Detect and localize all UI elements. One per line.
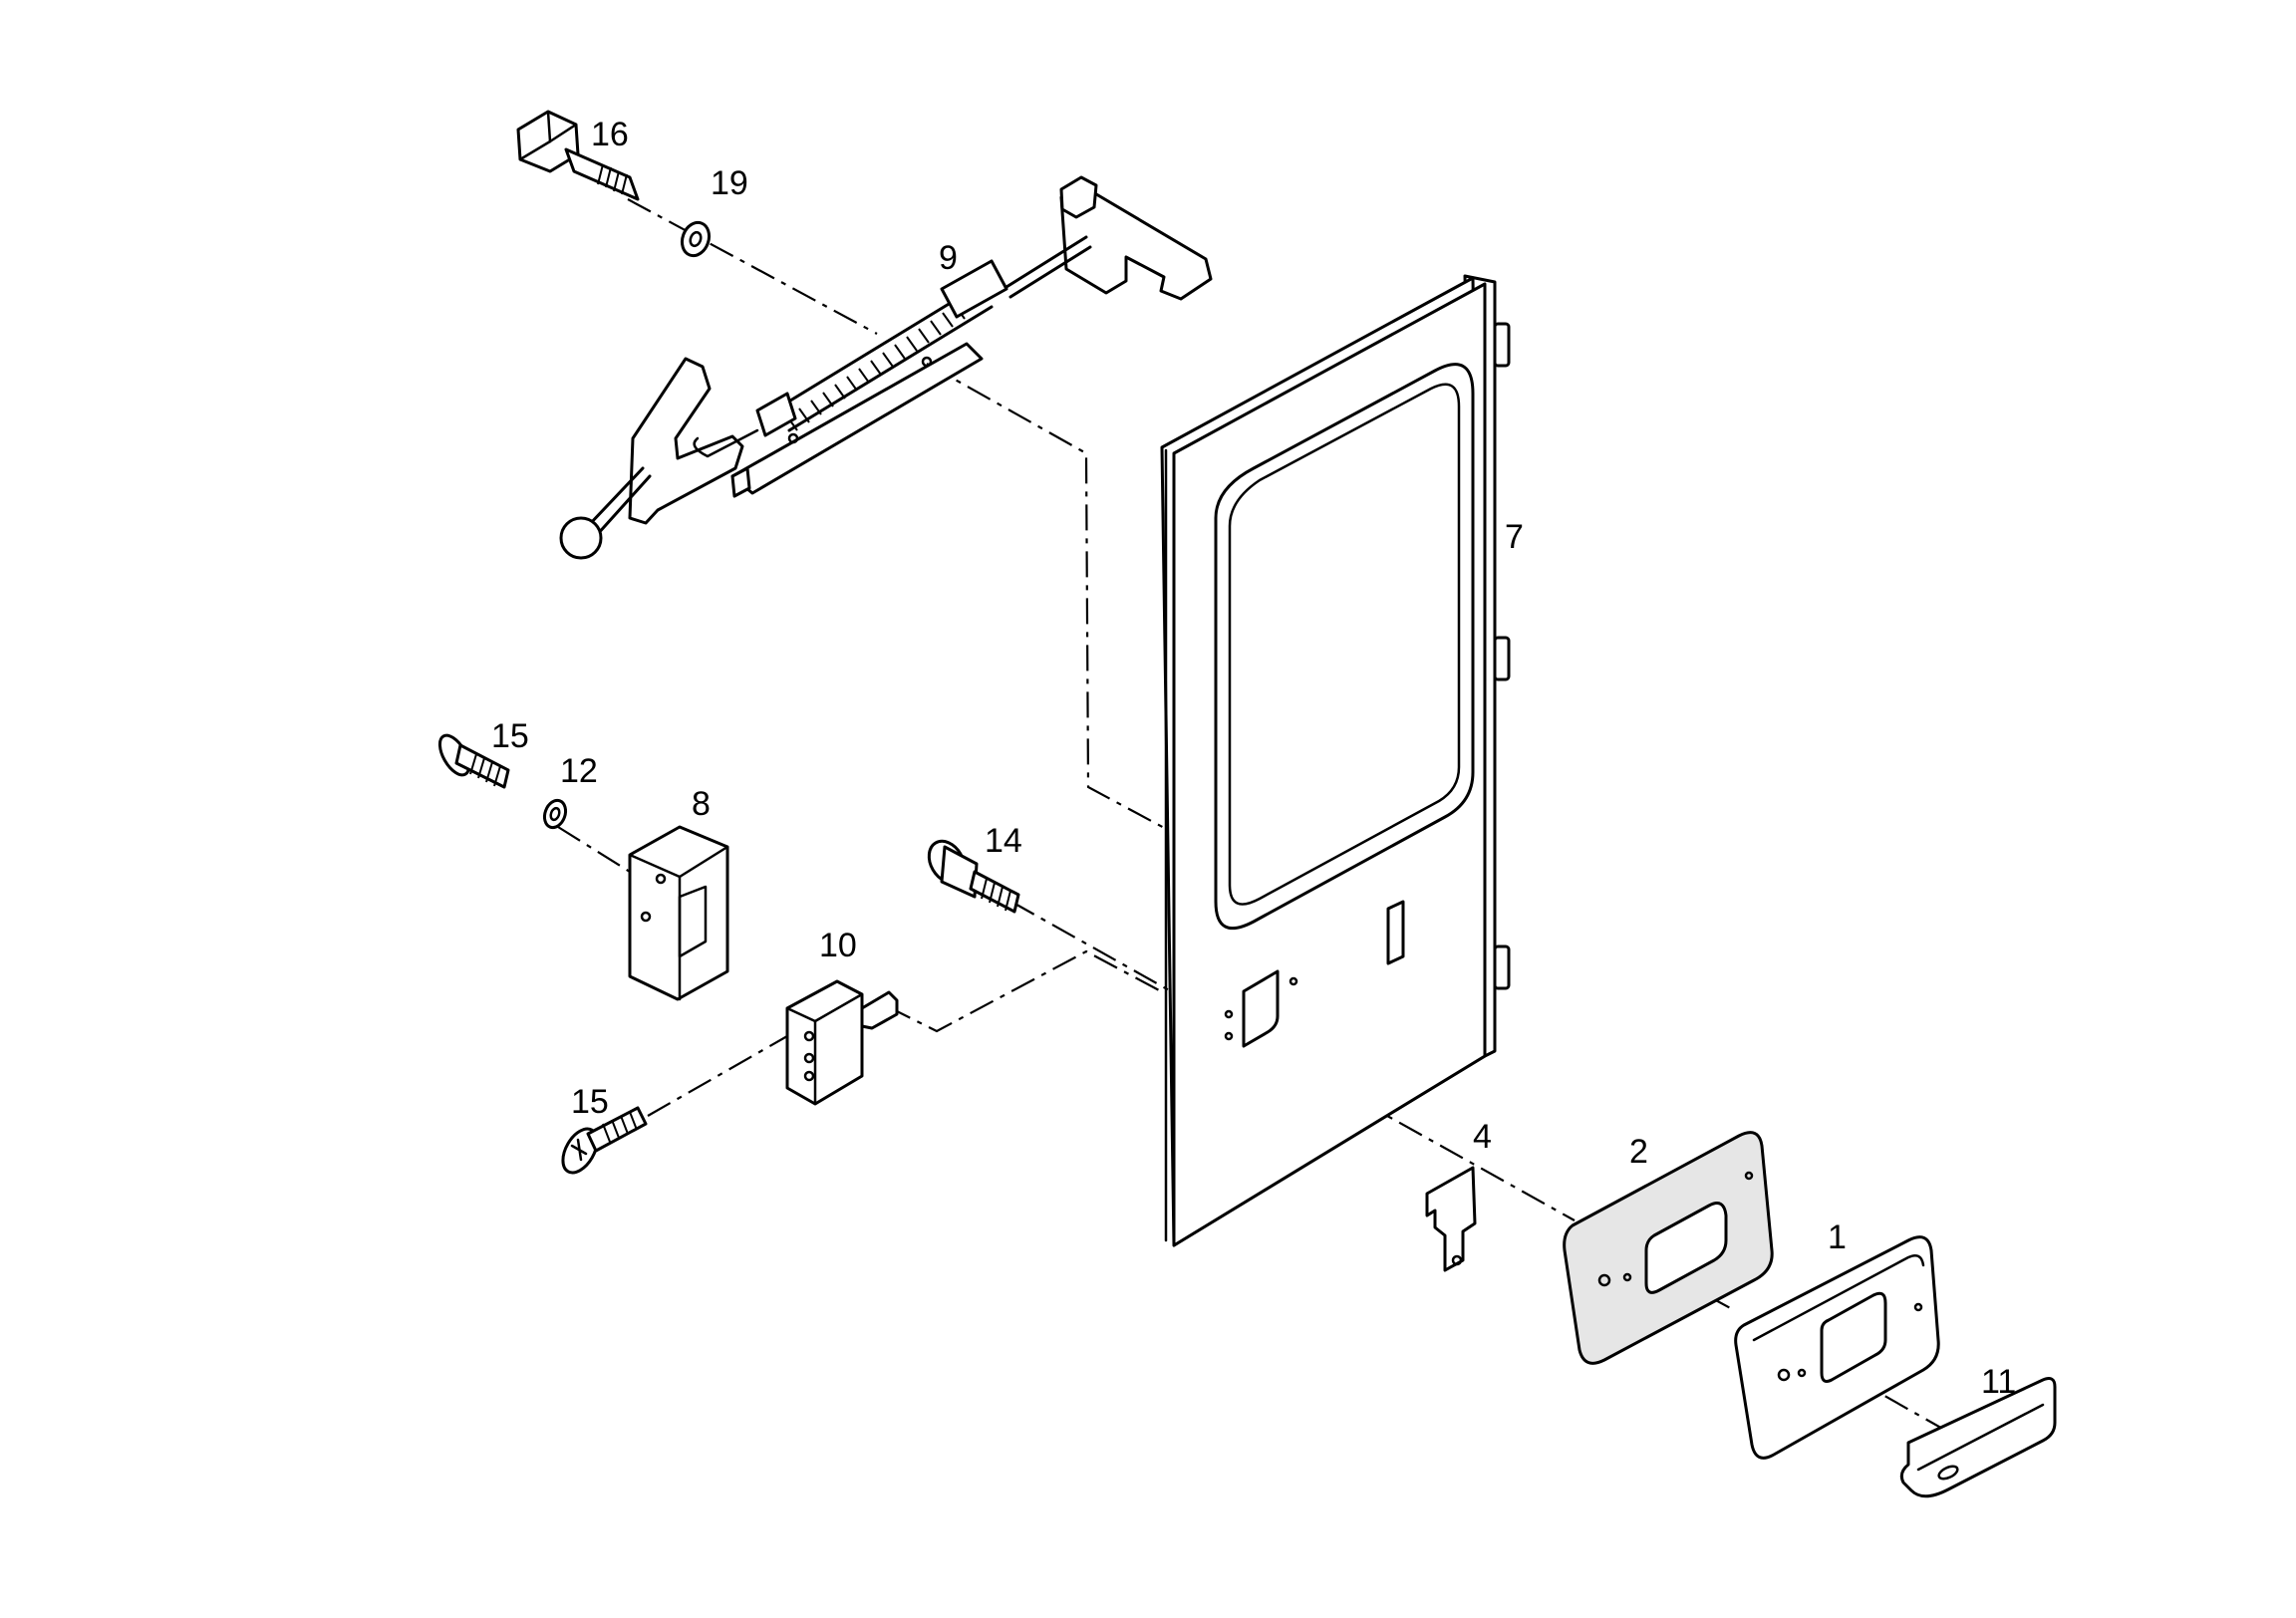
callout-4: 4 <box>1473 1118 1492 1156</box>
hinge-tab-middle <box>1493 636 1511 681</box>
upper-nut <box>1059 175 1098 219</box>
callout-7: 7 <box>1505 518 1524 556</box>
gasket-2-opening <box>1644 1202 1728 1294</box>
bracket-4-body <box>1425 1166 1477 1272</box>
striker-box-8 <box>628 825 729 1001</box>
callout-1: 1 <box>1828 1218 1847 1256</box>
lever-knob <box>559 516 603 560</box>
callout-2: 2 <box>1629 1133 1648 1171</box>
hinge-tab-bottom <box>1493 944 1511 990</box>
callout-10: 10 <box>819 927 857 964</box>
door-window <box>1214 363 1475 931</box>
screw-15-upper <box>437 733 510 789</box>
callout-15-upper: 15 <box>491 717 529 755</box>
hinge-tab-top <box>1493 322 1511 368</box>
callout-12: 12 <box>560 752 598 790</box>
escutcheon-1-opening <box>1820 1291 1887 1383</box>
door-panel <box>1160 274 1511 1247</box>
callout-labels: 1 2 4 7 8 9 10 11 12 14 15 15 16 19 <box>491 116 2016 1401</box>
washer-12 <box>542 798 568 830</box>
washer-19 <box>680 220 712 258</box>
upper-hook <box>1059 183 1213 301</box>
gasket-2 <box>1563 1131 1774 1365</box>
handle-11 <box>1899 1377 2057 1498</box>
callout-11: 11 <box>1981 1363 2016 1401</box>
spring-coil <box>786 304 966 431</box>
callout-9: 9 <box>939 239 958 277</box>
escutcheon-1 <box>1734 1235 1940 1460</box>
bolt-16 <box>516 110 640 201</box>
callout-15-lower: 15 <box>571 1083 609 1121</box>
door-slot <box>1386 900 1405 965</box>
bolt-14 <box>927 839 1020 914</box>
latch-mechanism-9 <box>559 175 1213 560</box>
door-handle-aperture <box>1242 969 1280 1048</box>
bracket-4 <box>1425 1166 1477 1272</box>
latch-block-10 <box>785 979 899 1106</box>
callout-16: 16 <box>591 116 629 153</box>
screw-15-lower <box>561 1106 648 1175</box>
callout-8: 8 <box>692 785 711 823</box>
callout-19: 19 <box>711 164 748 202</box>
callout-14: 14 <box>985 822 1022 860</box>
lower-catch <box>628 357 744 525</box>
